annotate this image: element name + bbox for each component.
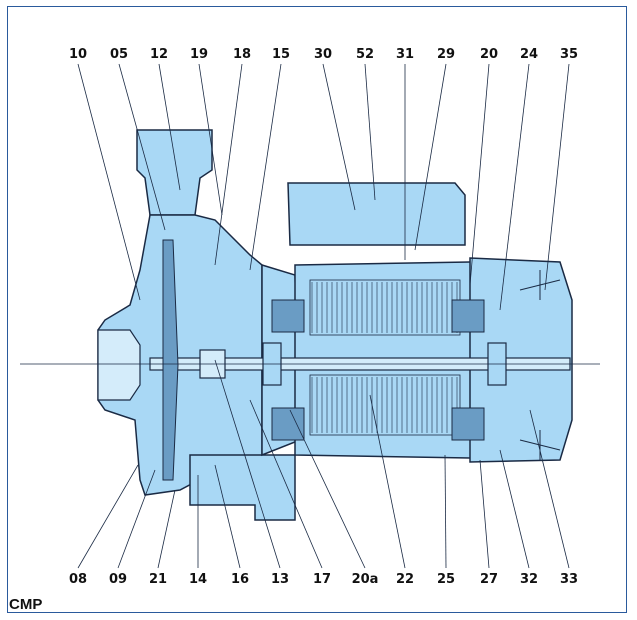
- labels-bottom: 08 09 21 14 16 13 17 20a 22 25 27 32 33: [69, 572, 578, 587]
- diagram-frame: [7, 6, 627, 613]
- leader-line: [198, 63, 223, 216]
- callout-label-bottom: 17: [313, 572, 331, 587]
- leader-line: [117, 469, 156, 569]
- callout-label-top: 18: [233, 47, 251, 62]
- foot-flange: [189, 454, 296, 521]
- callout-label-top: 15: [272, 47, 290, 62]
- leader-line: [118, 63, 166, 231]
- leader-line: [499, 449, 530, 569]
- stator-windings: [309, 279, 461, 436]
- callout-label-top: 10: [69, 47, 87, 62]
- leader-line: [289, 409, 366, 569]
- callout-label-top: 29: [437, 47, 455, 62]
- callout-label-bottom: 14: [189, 572, 207, 587]
- leader-line: [322, 63, 356, 211]
- labels-top: 10 05 12 19 18 15 30 52 31 29 20 24 35: [69, 47, 578, 62]
- callout-label-bottom: 13: [271, 572, 289, 587]
- callout-label-bottom: 20a: [352, 572, 379, 587]
- leader-line: [214, 359, 281, 569]
- leader-line: [499, 63, 530, 311]
- leader-line: [77, 63, 141, 301]
- callout-label-bottom: 21: [149, 572, 167, 587]
- leader-line: [249, 399, 323, 569]
- leader-line: [157, 489, 176, 569]
- leader-lines: [77, 63, 570, 569]
- leader-line: [444, 454, 447, 569]
- callout-label-bottom: 27: [480, 572, 498, 587]
- leader-line: [214, 464, 241, 569]
- callout-label-bottom: 09: [109, 572, 127, 587]
- leader-line: [369, 394, 406, 569]
- callout-label-top: 05: [110, 47, 128, 62]
- callout-label-bottom: 08: [69, 572, 87, 587]
- leader-line: [214, 63, 243, 266]
- callout-label-bottom: 25: [437, 572, 455, 587]
- callout-label-top: 35: [560, 47, 578, 62]
- callout-label-top: 12: [150, 47, 168, 62]
- callout-label-bottom: 22: [396, 572, 414, 587]
- callout-label-top: 52: [356, 47, 374, 62]
- leader-line: [77, 464, 139, 569]
- fan-fins: [519, 270, 561, 460]
- leader-line: [479, 459, 490, 569]
- diagram-caption: CMP: [9, 596, 43, 613]
- callout-label-top: 19: [190, 47, 208, 62]
- volute-casing: [97, 214, 263, 496]
- callout-label-top: 31: [396, 47, 414, 62]
- inlet-port: [97, 329, 141, 401]
- impeller: [162, 239, 179, 481]
- leader-line: [469, 63, 490, 286]
- callout-label-top: 30: [314, 47, 332, 62]
- callout-label-bottom: 33: [560, 572, 578, 587]
- terminal-box: [287, 182, 466, 246]
- callout-label-bottom: 16: [231, 572, 249, 587]
- leader-line: [529, 409, 570, 569]
- leader-line: [544, 63, 570, 291]
- callout-label-top: 20: [480, 47, 498, 62]
- leader-line: [158, 63, 181, 191]
- coils: [271, 299, 485, 441]
- callout-label-bottom: 32: [520, 572, 538, 587]
- leader-line: [249, 63, 282, 271]
- leader-line: [414, 63, 447, 251]
- callout-label-top: 24: [520, 47, 538, 62]
- outlet-neck: [136, 129, 213, 216]
- leader-line: [364, 63, 376, 201]
